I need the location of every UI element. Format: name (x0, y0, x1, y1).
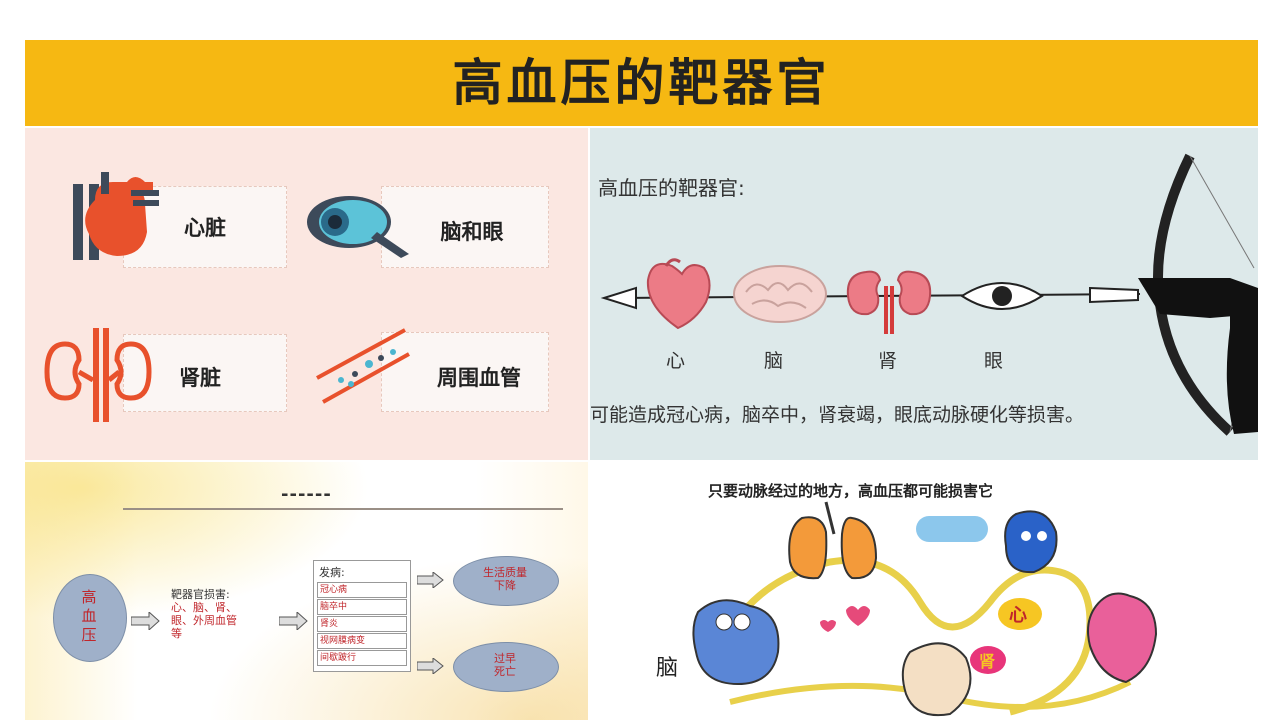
eye-organ-icon (960, 282, 1044, 310)
flow-chart-panel: ------ 高 血 压 靶器官损害: 心、脑、肾、 眼、外周血管 等 发病: … (25, 462, 588, 720)
divider (123, 508, 563, 510)
kidney-short-label: 肾 (878, 350, 898, 372)
outcome-quality-node (453, 556, 559, 606)
arrow-diagram-panel: 高血压的靶器官: 心 脑 肾 眼 可能造成冠心病，脑卒中，肾衰竭，眼底动脉硬化等… (590, 128, 1258, 460)
heart-cartoon-label: 心 (1009, 605, 1027, 626)
disease-item: 冠心病 (317, 582, 407, 598)
outcome-death-line2: 死亡 (494, 665, 516, 678)
brain-cartoon-label: 脑 (656, 656, 679, 681)
arrow-right-icon (131, 612, 160, 630)
brain-short-label: 脑 (764, 350, 784, 372)
kidney-label: 肾脏 (179, 366, 221, 390)
heart-card (123, 186, 287, 268)
vessels-label: 周围血管 (437, 366, 521, 390)
target-line-3: 眼、外周血管 (171, 614, 237, 627)
disease-title: 发病: (319, 566, 345, 579)
arrow-drawing (600, 153, 1258, 436)
eye-short-label: 眼 (984, 350, 1004, 372)
dash-heading: ------ (281, 484, 332, 505)
disease-item: 间歇跛行 (317, 650, 407, 666)
heart-icon (73, 172, 159, 260)
arrow-right-icon (417, 658, 444, 674)
title-banner: 高血压的靶器官 (25, 40, 1258, 126)
brain-organ-icon (733, 265, 827, 323)
kidney-cartoon-label: 肾 (979, 652, 996, 671)
disease-item: 肾炎 (317, 616, 407, 632)
brain-eye-card (381, 186, 549, 268)
target-line-1: 靶器官损害: (171, 588, 230, 601)
brain-eye-label: 脑和眼 (440, 220, 504, 244)
page-title: 高血压的靶器官 (452, 54, 831, 112)
organ-cards-panel: 心脏 脑和眼 肾脏 周围血管 (25, 128, 588, 460)
vessels-card (381, 332, 549, 412)
eye-icon (307, 196, 409, 258)
arrow-caption: 可能造成冠心病，脑卒中，肾衰竭，眼底动脉硬化等损害。 (590, 404, 1085, 426)
kidney-organ-icon (846, 270, 932, 334)
hypertension-node-label: 高 血 压 (81, 588, 97, 644)
cartoon-drawing (692, 501, 1158, 716)
target-line-2: 心、脑、肾、 (171, 601, 237, 614)
arrow-right-icon (417, 572, 444, 588)
outcome-death-line1: 过早 (494, 652, 516, 665)
arrow-right-icon (279, 612, 308, 630)
heart-short-label: 心 (666, 350, 686, 372)
hypertension-node (53, 574, 127, 662)
heart-organ-icon (646, 258, 711, 330)
outcome-quality-line2: 下降 (494, 579, 516, 592)
outcome-death-node (453, 642, 559, 692)
arrow-heading: 高血压的靶器官: (598, 176, 745, 200)
vessel-icon (316, 328, 410, 404)
cartoon-caption: 只要动脉经过的地方，高血压都可能损害它 (708, 482, 994, 500)
heart-label: 心脏 (184, 216, 226, 240)
disease-item: 脑卒中 (317, 599, 407, 615)
kidney-icon (44, 328, 152, 422)
target-line-4: 等 (171, 627, 182, 640)
disease-item: 视网膜病变 (317, 633, 407, 649)
cartoon-panel: 只要动脉经过的地方，高血压都可能损害它 脑 心 肾 (590, 462, 1258, 720)
outcome-quality-line1: 生活质量 (483, 566, 527, 579)
